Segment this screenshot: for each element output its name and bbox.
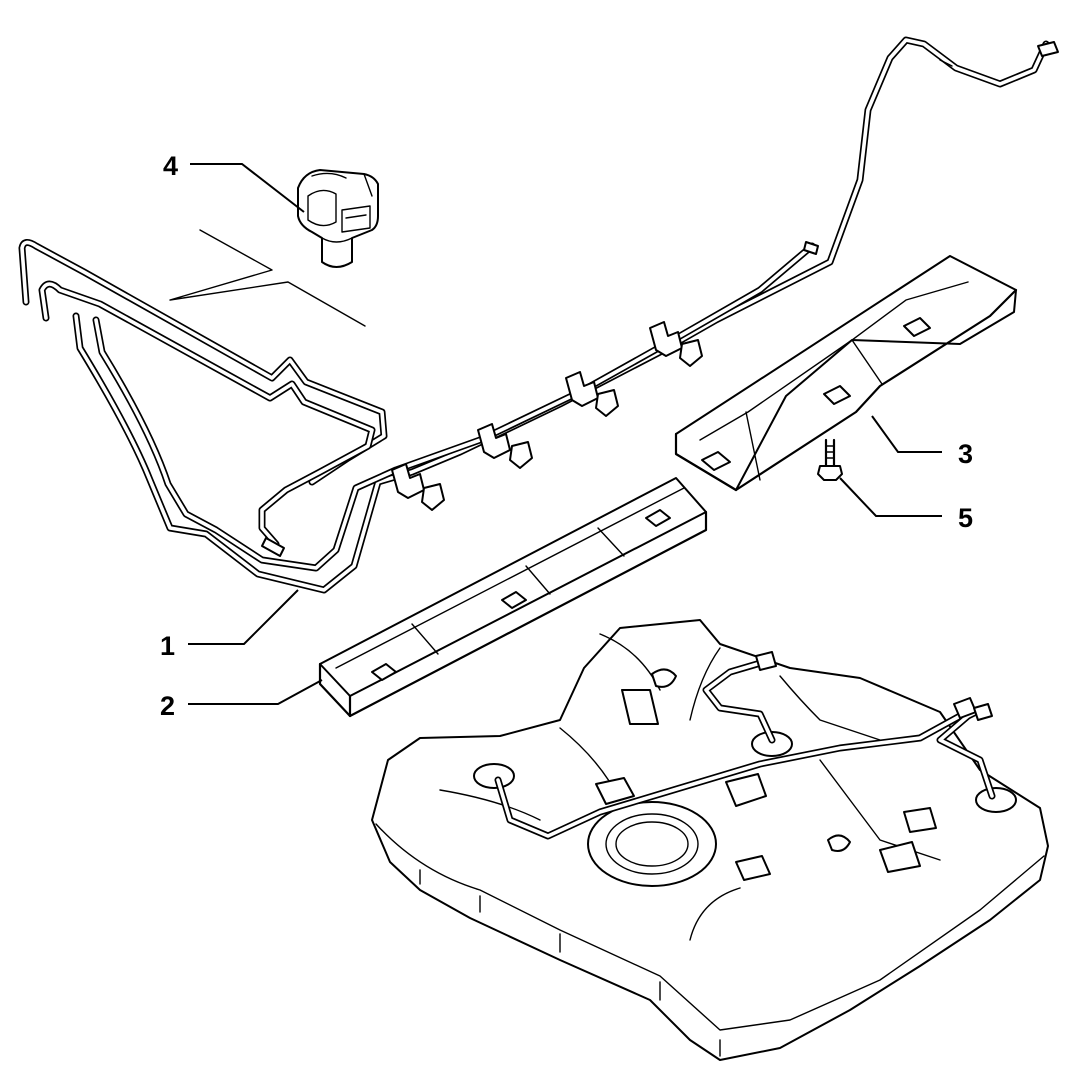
reference-lines xyxy=(169,229,366,327)
callout-2: 2 xyxy=(160,691,175,721)
leader-4 xyxy=(190,163,305,213)
leader-3 xyxy=(871,415,942,453)
leader-2 xyxy=(188,679,323,705)
callout-4: 4 xyxy=(163,151,178,181)
leader-5 xyxy=(839,477,942,517)
callout-5: 5 xyxy=(958,503,973,533)
callout-3: 3 xyxy=(958,439,973,469)
callout-1: 1 xyxy=(160,631,175,661)
part-1-fuel-line-assembly xyxy=(18,36,1059,594)
leader-1 xyxy=(188,589,299,645)
part-5-bolt xyxy=(817,438,843,481)
leader-lines xyxy=(188,163,942,705)
part-4-connector-clip xyxy=(297,169,379,268)
tank-hoses xyxy=(494,651,996,840)
pipe-clips xyxy=(391,321,703,511)
part-3-protective-tray xyxy=(674,255,1018,492)
callout-labels: 1 2 3 4 5 xyxy=(160,151,973,721)
part-2-protective-tray xyxy=(318,477,708,718)
fuel-tank xyxy=(371,619,1049,1061)
